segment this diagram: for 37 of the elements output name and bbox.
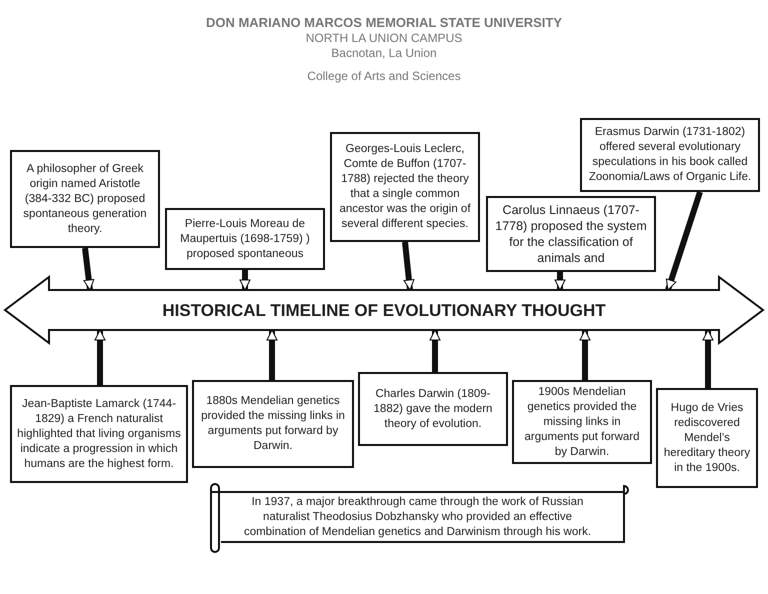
callout-box (10, 150, 160, 248)
callout-text: A philosopher of Greek origin named Aristotle (384-332 BC) proposed spontaneous generation theory. (22, 162, 148, 236)
callout-text: 1900s Mendelian genetics provided the missing links in arguments put forward by Darwin. (523, 384, 641, 460)
callout-text: Charles Darwin (1809-1882) gave the modern theory of evolution. (372, 386, 494, 432)
arrow (266, 330, 278, 380)
callout-text: Carolus Linnaeus (1707-1778) proposed the system for the classification of animals and (494, 202, 648, 266)
callout-box (512, 380, 652, 464)
callout-text: Erasmus Darwin (1731-1802) offered several evolutionary speculations in his book called Zoonomia/Laws of Organic Life. (588, 125, 752, 185)
callout-box (580, 118, 760, 192)
timeline-title: HISTORICAL TIMELINE OF EVOLUTIONARY THOUGHT (162, 302, 606, 318)
callout-box (656, 388, 758, 488)
arrow (82, 248, 94, 290)
callout-box (330, 132, 480, 242)
arrow (240, 270, 250, 290)
arrow (554, 272, 566, 290)
callout-text: Hugo de Vries rediscovered Mendel’s hereditary theory in the 1900s. (663, 400, 751, 476)
callout-text: Jean-Baptiste Lamarck (1744-1829) a French naturalist highlighted that living organisms indicate a progression in which humans are the highest form. (17, 396, 181, 472)
arrow (665, 191, 703, 291)
arrow (94, 330, 106, 385)
header-text: DON MARIANO MARCOS MEMORIAL STATE UNIVERSITY (206, 15, 562, 30)
callout-box (192, 380, 354, 468)
header-text: NORTH LA UNION CAMPUS (306, 31, 462, 45)
arrow (402, 242, 414, 290)
double-arrow-banner (4, 276, 764, 344)
callout-box (486, 196, 656, 272)
callout-box (358, 372, 508, 446)
callout-box (165, 208, 325, 270)
arrow (580, 330, 590, 380)
callout-text: 1880s Mendelian genetics provided the missing links in arguments put forward by Darwin. (200, 394, 346, 454)
header-text: Bacnotan, La Union (331, 46, 437, 60)
arrow (430, 330, 440, 372)
header-text: College of Arts and Sciences (307, 69, 461, 83)
arrow (702, 330, 714, 388)
callout-text: Georges-Louis Leclerc, Comte de Buffon (1707-1788) rejected the theory that a single common ancestor was the origin of several different species. (338, 142, 472, 232)
callout-text: In 1937, a major breakthrough came through the work of Russian naturalist Theodosius Dobzhansky who provided an effective combination of Mendelian genetics and Darwinism through his work. (242, 494, 592, 540)
callout-text: Pierre-Louis Moreau de Maupertuis (1698-1759) ) proposed spontaneous (179, 216, 311, 262)
callout-box (10, 385, 188, 483)
